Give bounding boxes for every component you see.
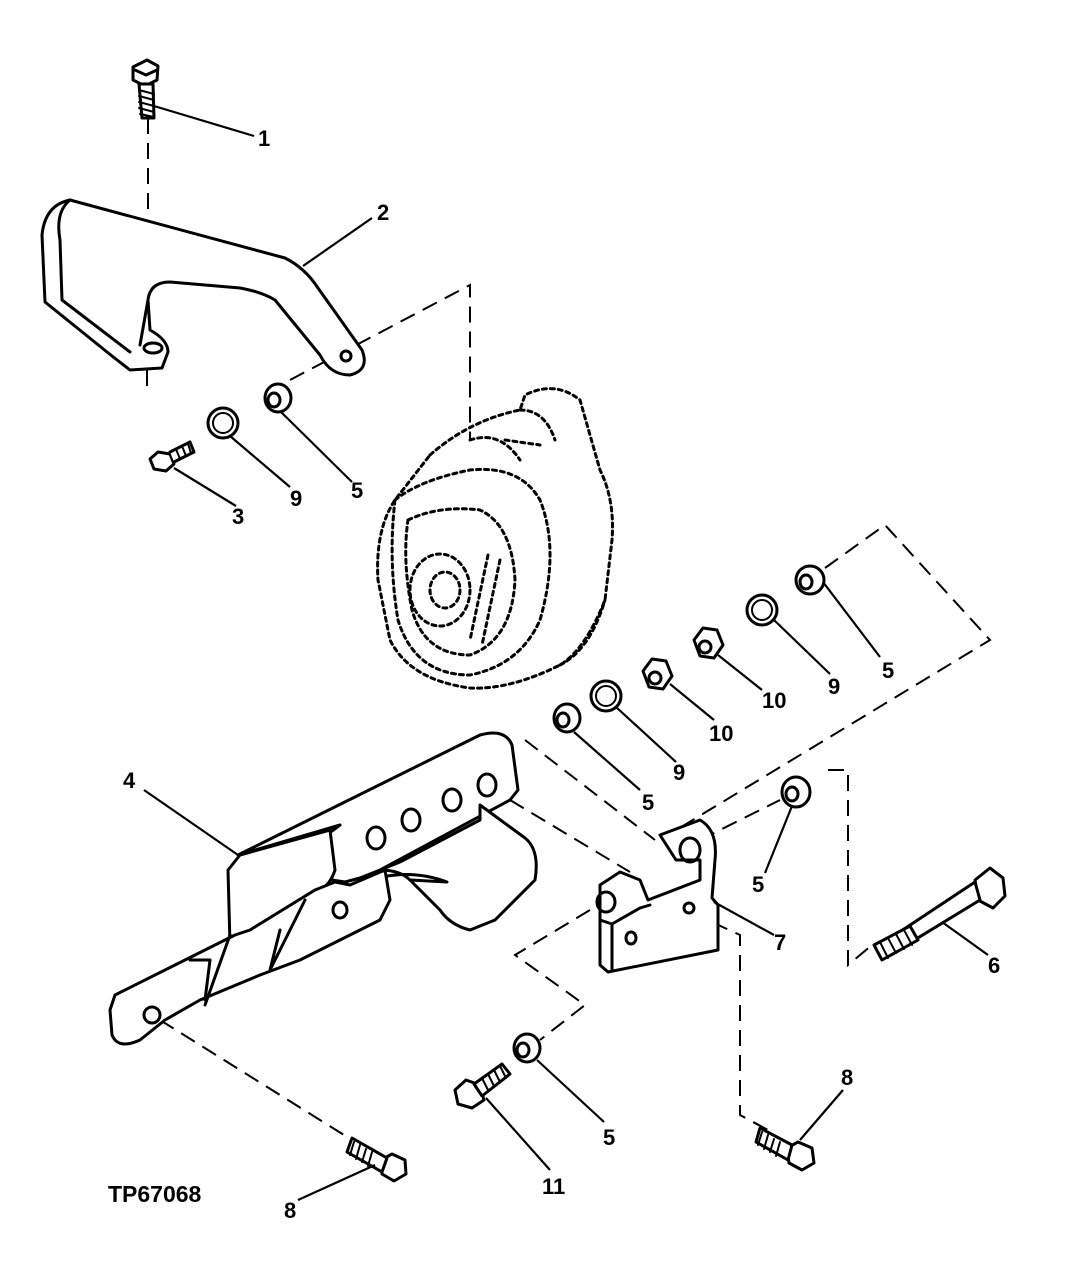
bolt-part-1 [131, 58, 160, 120]
callout-labels: 1 2 3 4 5 9 5 9 10 10 9 5 5 7 6 8 8 11 5 [123, 126, 1000, 1223]
washer-5-upper [263, 382, 293, 414]
washer-5-center [552, 702, 582, 734]
callout-5-center: 5 [642, 790, 654, 815]
washer-5-right [794, 564, 826, 596]
nut-10-right [692, 626, 725, 660]
bolt-part-6 [872, 866, 1007, 962]
threaded-holes [365, 772, 498, 851]
callout-5-upper: 5 [351, 478, 363, 503]
callout-9-right: 9 [828, 674, 840, 699]
bracket-part-2 [40, 198, 366, 377]
washer-9-center [589, 679, 623, 713]
callout-6: 6 [988, 953, 1000, 978]
callout-10-right: 10 [762, 688, 786, 713]
callout-2: 2 [377, 200, 389, 225]
callout-11: 11 [542, 1174, 565, 1199]
callout-8-right: 8 [841, 1065, 853, 1090]
bracket-part-4 [108, 731, 538, 1046]
callout-7: 7 [774, 930, 786, 955]
alternator [376, 387, 614, 690]
callout-9-center: 9 [673, 760, 685, 785]
bolt-part-8-left [345, 1136, 408, 1183]
callout-8-left: 8 [284, 1198, 296, 1223]
bolt-part-8-right [754, 1126, 816, 1172]
washer-5-bottom [512, 1032, 542, 1064]
washer-9-right [745, 593, 779, 627]
callout-9-upper: 9 [290, 486, 302, 511]
callout-5-bottom: 5 [603, 1125, 615, 1150]
leader-lines [143, 104, 989, 1202]
bracket-part-7 [595, 818, 720, 974]
figure-code: TP67068 [108, 1181, 202, 1207]
callout-4: 4 [123, 768, 136, 793]
callout-5-right: 5 [882, 658, 894, 683]
nut-10-center [641, 657, 674, 691]
callout-3: 3 [232, 504, 244, 529]
washer-9-upper [206, 406, 240, 440]
bolt-part-11 [453, 1062, 512, 1110]
callout-10-center: 10 [709, 721, 733, 746]
callout-5-lower-right: 5 [752, 872, 764, 897]
bolt-part-3 [148, 440, 196, 473]
callout-1: 1 [258, 126, 270, 151]
washer-5-lower-right [780, 775, 812, 809]
